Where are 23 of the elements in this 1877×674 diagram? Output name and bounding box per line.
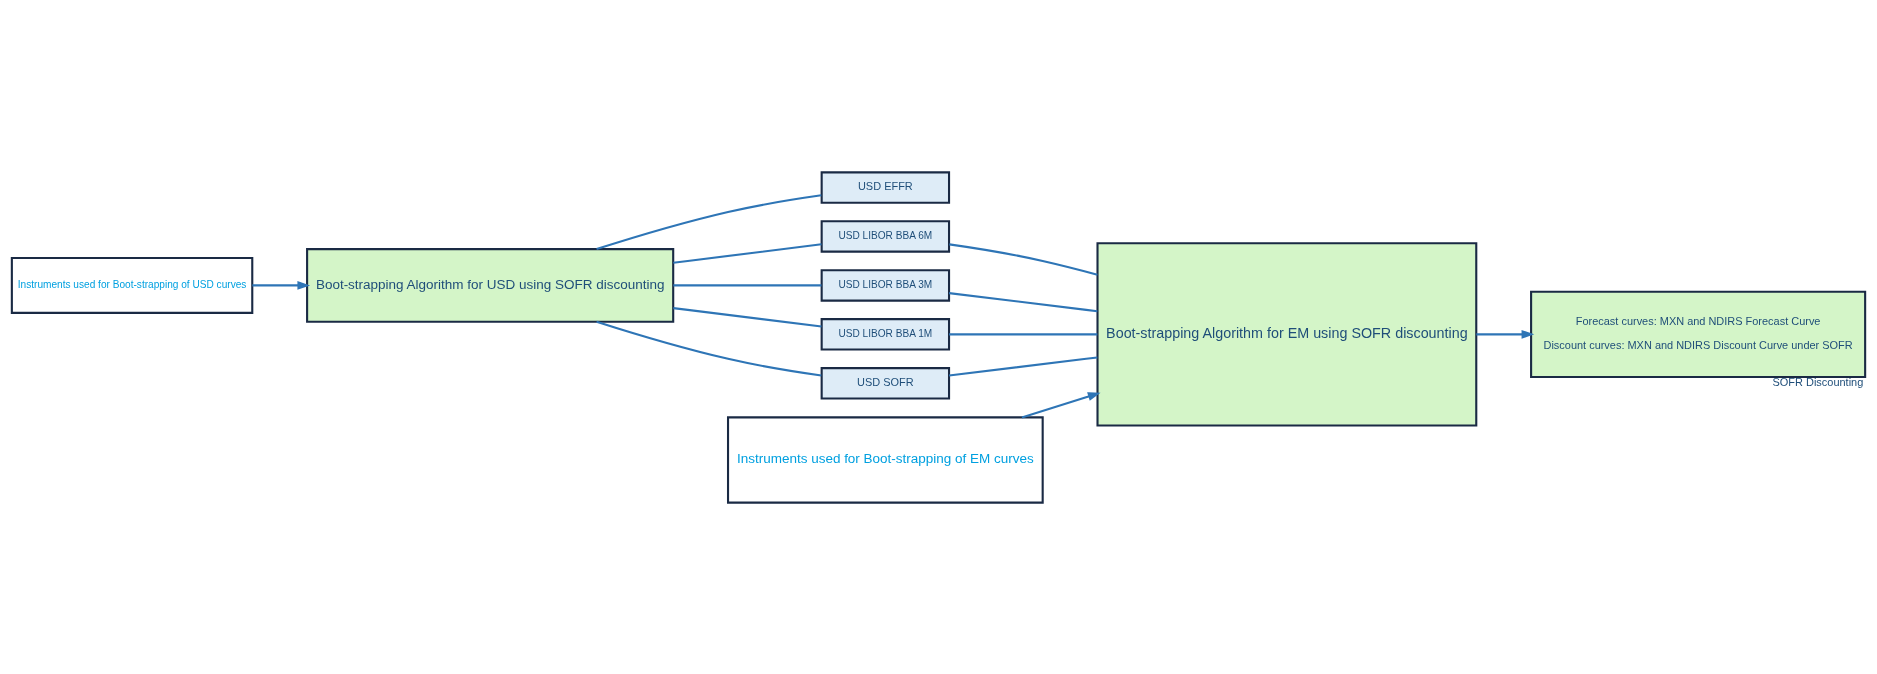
connector	[673, 242, 822, 264]
node-box: Boot-strapping Algorithm for USD using SOFR discounting	[306, 247, 675, 323]
connector	[949, 242, 1098, 276]
connector	[949, 332, 1098, 335]
node-box: USD SOFR	[820, 366, 951, 399]
node-box: USD LIBOR BBA 3M	[820, 268, 951, 302]
connector	[673, 306, 822, 328]
node-box: USD LIBOR BBA 6M	[820, 219, 951, 253]
arrow	[1476, 329, 1535, 339]
node-label: SOFR Discounting	[1772, 375, 1864, 388]
node-box: Instruments used for Boot-strapping of EM curves	[726, 415, 1044, 504]
node-box: USD EFFR	[820, 170, 951, 204]
node-box: Boot-strapping Algorithm for EM using SOFR discounting	[1096, 241, 1478, 426]
connector	[596, 320, 822, 377]
node-box: USD LIBOR BBA 1M	[820, 317, 951, 351]
connector	[949, 355, 1098, 377]
connector	[673, 283, 822, 286]
node-box: Forecast curves: MXN and NDIRS Forecast Curve Discount curves: MXN and NDIRS Discount Curve under SOFR	[1530, 290, 1867, 378]
connector	[596, 193, 822, 250]
connector	[949, 291, 1098, 312]
node-box: Instruments used for Boot-strapping of USD curves	[10, 256, 254, 314]
arrow	[252, 280, 311, 290]
arrow	[1021, 391, 1101, 418]
